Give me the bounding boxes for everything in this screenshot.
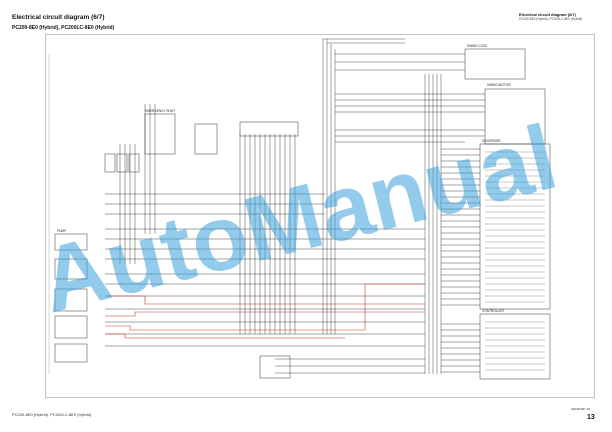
label-swing-lock: SWING LOCK bbox=[467, 44, 488, 48]
label-governor: GOVERNOR bbox=[482, 139, 501, 143]
page-title: Electrical circuit diagram (6/7) bbox=[12, 14, 105, 21]
page-number: 13 bbox=[587, 414, 595, 421]
page-subtitle: PC200-8E0 (Hybrid), PC200LC-8E0 (Hybrid) bbox=[12, 25, 115, 31]
footer-doc-code: GEN00397-01 bbox=[571, 407, 591, 411]
label-emergency: EMERGENCY SHUT bbox=[145, 109, 175, 113]
footer-model: PC200-8E0 (Hybrid), PC200LC-8E0 (Hybrid) bbox=[12, 412, 92, 417]
label-swing-motor: SWING MOTOR bbox=[487, 83, 511, 87]
circuit-diagram: EMERGENCY SHUT SWING MOTOR GOVERNOR CONT… bbox=[45, 34, 595, 398]
label-controller: CONTROLLER bbox=[482, 309, 504, 313]
label-pump: PUMP bbox=[57, 229, 66, 233]
header-right-title: Electrical circuit diagram (6/7) bbox=[519, 12, 576, 17]
header-right-subtitle: PC200-8E0 (Hybrid), PC200LC-8E0 (Hybrid) bbox=[519, 17, 583, 21]
